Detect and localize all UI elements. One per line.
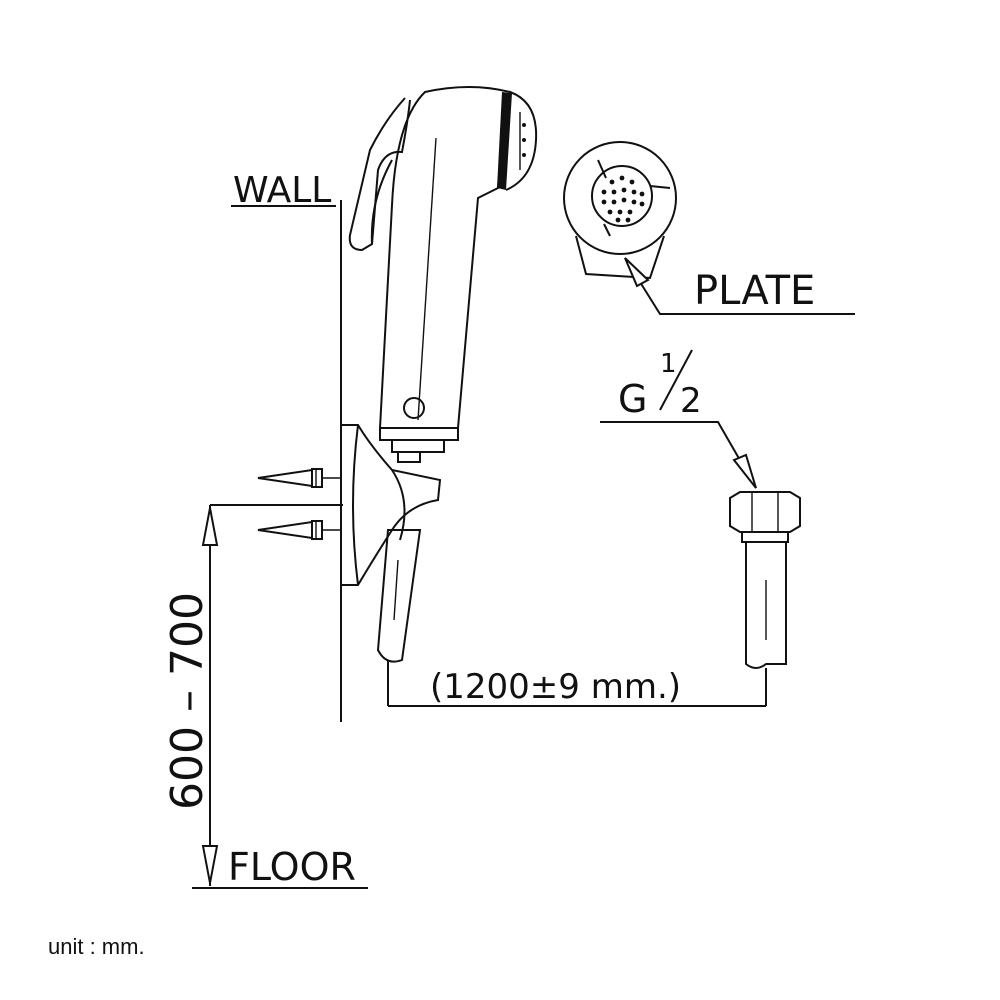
height-arrow-top <box>201 507 219 546</box>
wall-bracket <box>341 424 442 586</box>
height-dimension: 600 – 700 FLOOR <box>162 504 368 889</box>
thread-callout: G 1 2 <box>600 349 757 489</box>
plate-detail: PLATE <box>563 141 855 315</box>
wall-group: WALL <box>231 170 342 722</box>
thread-denominator: 2 <box>680 381 702 421</box>
wall-anchor-upper <box>257 468 340 488</box>
unit-note: unit : mm. <box>48 934 145 959</box>
spray-head <box>348 86 538 463</box>
floor-label: FLOOR <box>228 845 356 889</box>
hose-length-dimension: (1200±9 mm.) <box>388 667 766 707</box>
hose-left <box>376 529 422 706</box>
wall-anchors <box>257 468 340 540</box>
thread-arrow <box>732 453 757 489</box>
height-arrow-bottom <box>201 845 219 884</box>
plate-arrow <box>624 257 650 288</box>
thread-numerator: 1 <box>660 349 677 379</box>
hose-length-label: (1200±9 mm.) <box>430 667 681 707</box>
hose-connector <box>729 491 801 706</box>
thread-g-label: G <box>618 377 647 421</box>
thread-fraction-bar <box>659 349 693 411</box>
height-label: 600 – 700 <box>162 592 213 810</box>
plate-label: PLATE <box>694 268 815 314</box>
wall-anchor-lower <box>257 520 340 540</box>
wall-label: WALL <box>233 170 331 211</box>
